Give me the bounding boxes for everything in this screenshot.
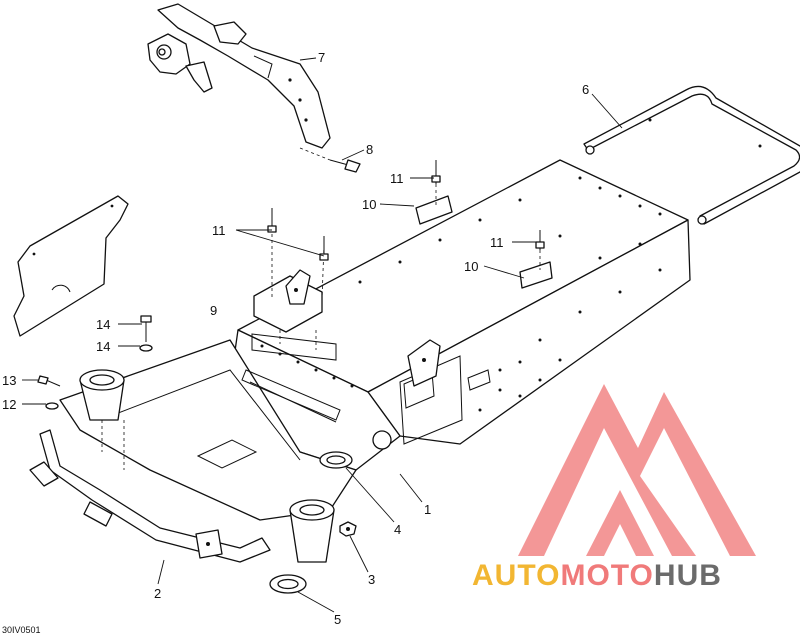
callout-13: 14 <box>96 317 110 332</box>
callout-7: 7 <box>318 50 325 65</box>
cup-part-4 <box>319 451 353 469</box>
callout-5: 5 <box>334 612 341 627</box>
callout-12: 13 <box>2 373 16 388</box>
callout-11-upper: 11 <box>390 171 404 186</box>
steering-support-part-7 <box>147 3 331 149</box>
watermark-word-moto: MOTO <box>560 559 653 592</box>
callout-2: 2 <box>154 586 161 601</box>
callout-3: 3 <box>368 572 375 587</box>
callout-9: 9 <box>210 303 217 318</box>
rivet-holes <box>260 176 662 412</box>
callout-labels: 7 8 6 11 10 11 11 10 9 14 14 13 12 1 4 3… <box>2 50 589 635</box>
nut-part-3 <box>339 521 357 537</box>
figure-id: 30IV0501 <box>2 625 41 635</box>
bumper-part-2 <box>29 420 271 563</box>
bolt-part-13 <box>140 315 152 342</box>
callout-10-lower: 10 <box>464 259 478 274</box>
callout-4: 4 <box>394 522 401 537</box>
frame-part-1 <box>59 159 691 521</box>
callout-11-right: 11 <box>490 235 504 250</box>
grab-handle-part-6 <box>583 85 800 225</box>
watermark-triangle-icon <box>518 384 756 556</box>
leader-lines <box>22 57 623 613</box>
watermark-logo: AUTOMOTOHUB <box>472 384 756 592</box>
bracket-right-lower-part-10 <box>519 230 553 289</box>
watermark-text: AUTOMOTOHUB <box>472 559 722 592</box>
upper-bracket-plate <box>251 208 337 361</box>
washer-part-14-upper <box>139 344 153 352</box>
callout-8: 8 <box>366 142 373 157</box>
callout-14-upper: 14 <box>96 339 110 354</box>
ring-part-5 <box>269 574 307 594</box>
upper-column-cylinder <box>79 369 125 421</box>
watermark-word-hub: HUB <box>654 559 722 592</box>
callout-11-left: 11 <box>212 223 226 238</box>
callout-6: 6 <box>582 82 589 97</box>
lower-column-cylinder <box>289 499 335 563</box>
callout-14-lower: 12 <box>2 397 16 412</box>
bracket-right-upper-part-10 <box>415 160 453 225</box>
washer-part-14-lower <box>45 402 59 410</box>
callout-1: 1 <box>424 502 431 517</box>
bolt-part-8 <box>299 147 361 173</box>
watermark-word-auto: AUTO <box>472 559 560 592</box>
callout-10-upper: 10 <box>362 197 376 212</box>
heat-shield-part-9 <box>13 195 129 337</box>
bolt-part-12 <box>37 375 61 387</box>
